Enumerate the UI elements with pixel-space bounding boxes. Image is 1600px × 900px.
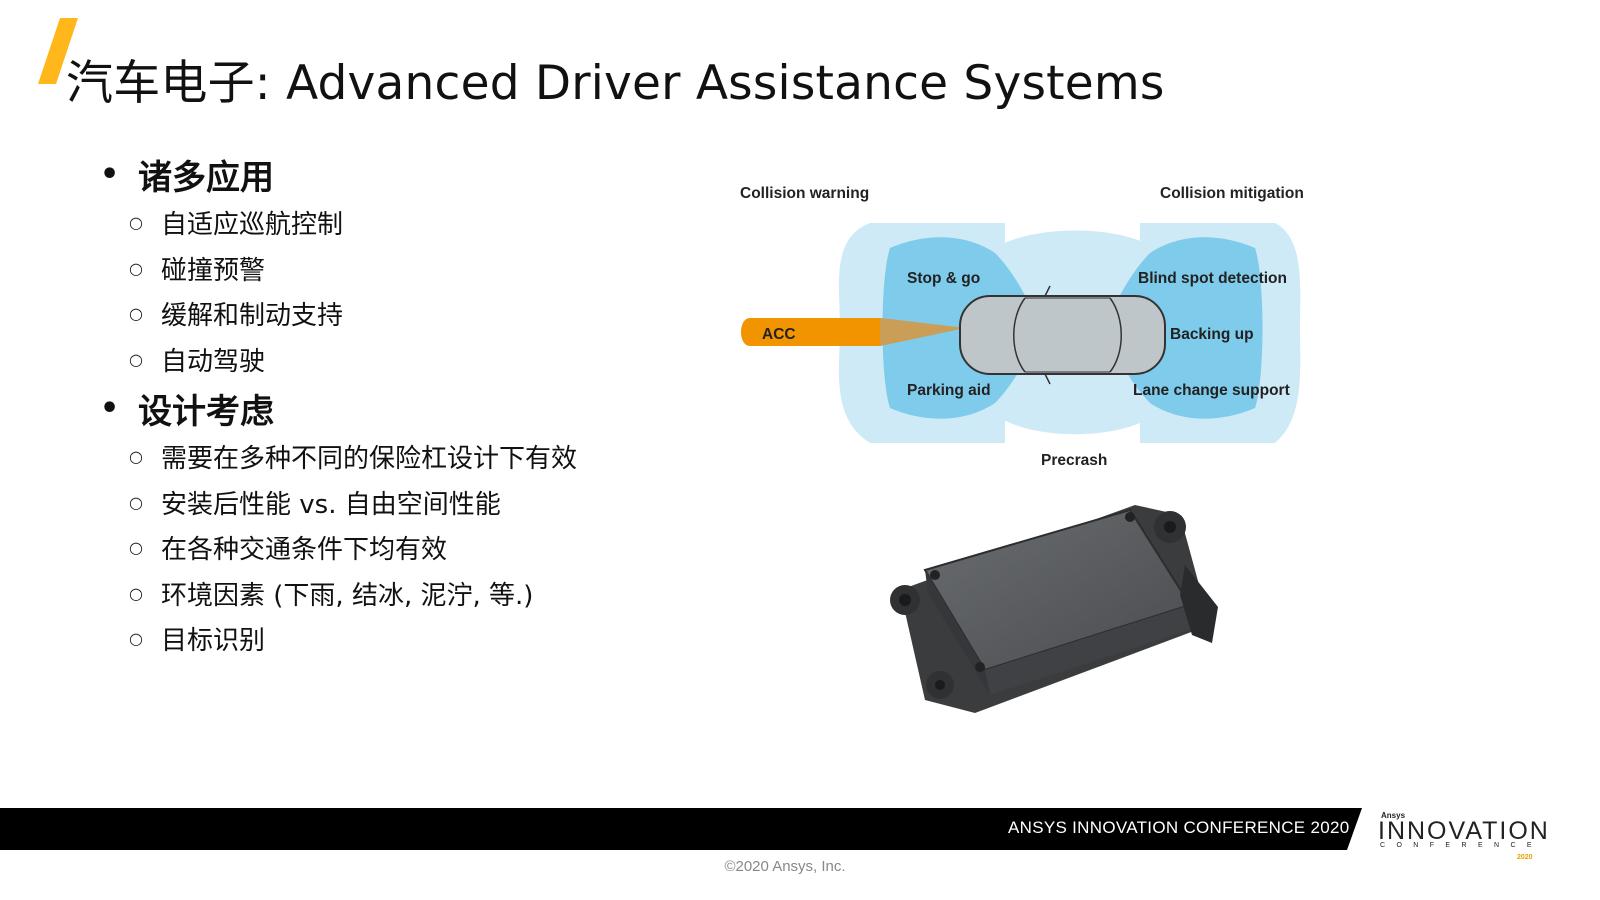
circle-bullet-icon: ○	[129, 538, 143, 558]
label-collision-warning: Collision warning	[740, 185, 869, 202]
list-item: ○安装后性能 vs. 自由空间性能	[129, 489, 501, 520]
label-acc: ACC	[762, 326, 796, 343]
logo-sub-text: CONFERENCE	[1380, 842, 1544, 849]
circle-bullet-icon: ○	[129, 349, 143, 369]
list-item: ○自适应巡航控制	[129, 210, 344, 241]
conference-name: ANSYS INNOVATION CONFERENCE 2020	[1008, 818, 1350, 837]
circle-bullet-icon: ○	[129, 629, 143, 649]
slide-title: 汽车电子: Advanced Driver Assistance Systems	[66, 56, 1165, 111]
logo-brand: Ansys	[1381, 811, 1406, 820]
circle-bullet-icon: ○	[129, 304, 143, 324]
section-applications: • 诸多应用 ○自适应巡航控制 ○碰撞预警 ○缓解和制动支持 ○自动驾驶	[100, 148, 740, 382]
label-lane-change: Lane change support	[1133, 382, 1290, 399]
list-item: ○碰撞预警	[129, 255, 266, 286]
list-item: ○环境因素 (下雨, 结冰, 泥泞, 等.)	[129, 580, 534, 611]
sub-list: ○需要在多种不同的保险杠设计下有效 ○安装后性能 vs. 自由空间性能 ○在各种…	[100, 434, 740, 662]
car-top-view-icon	[959, 285, 1166, 385]
label-stop-go: Stop & go	[907, 270, 980, 287]
label-parking-aid: Parking aid	[907, 382, 991, 399]
logo-main-text: INNOVATION	[1378, 817, 1550, 845]
radar-module-image	[890, 505, 1218, 713]
sub-list: ○自适应巡航控制 ○碰撞预警 ○缓解和制动支持 ○自动驾驶	[100, 200, 740, 382]
label-collision-mitigation: Collision mitigation	[1160, 185, 1304, 202]
bullet-content: • 诸多应用 ○自适应巡航控制 ○碰撞预警 ○缓解和制动支持 ○自动驾驶 • 设…	[100, 148, 740, 662]
list-item: ○自动驾驶	[129, 346, 266, 377]
circle-bullet-icon: ○	[129, 447, 143, 467]
bullet-dot-icon: •	[100, 390, 120, 426]
list-item: ○缓解和制动支持	[129, 301, 344, 332]
list-item: ○目标识别	[129, 626, 266, 657]
section-heading: • 诸多应用	[100, 148, 740, 200]
section-title: 诸多应用	[138, 157, 274, 198]
section-title: 设计考虑	[138, 391, 274, 432]
circle-bullet-icon: ○	[129, 213, 143, 233]
title-accent-slash	[38, 18, 78, 84]
list-item: ○在各种交通条件下均有效	[129, 535, 448, 566]
section-heading: • 设计考虑	[100, 382, 740, 434]
adas-coverage-diagram: Collision warning Collision mitigation S…	[740, 185, 1304, 469]
circle-bullet-icon: ○	[129, 492, 143, 512]
list-item: ○需要在多种不同的保险杠设计下有效	[129, 444, 578, 475]
logo-year: 2020	[1517, 854, 1533, 861]
footer-bar	[0, 808, 1362, 850]
label-blind-spot: Blind spot detection	[1138, 270, 1287, 287]
circle-bullet-icon: ○	[129, 583, 143, 603]
acc-beam-tip	[880, 318, 965, 346]
label-backing-up: Backing up	[1170, 326, 1254, 343]
bullet-dot-icon: •	[100, 156, 120, 192]
copyright: ©2020 Ansys, Inc.	[724, 858, 846, 875]
section-design: • 设计考虑 ○需要在多种不同的保险杠设计下有效 ○安装后性能 vs. 自由空间…	[100, 382, 740, 662]
label-precrash: Precrash	[1041, 452, 1107, 469]
circle-bullet-icon: ○	[129, 258, 143, 278]
